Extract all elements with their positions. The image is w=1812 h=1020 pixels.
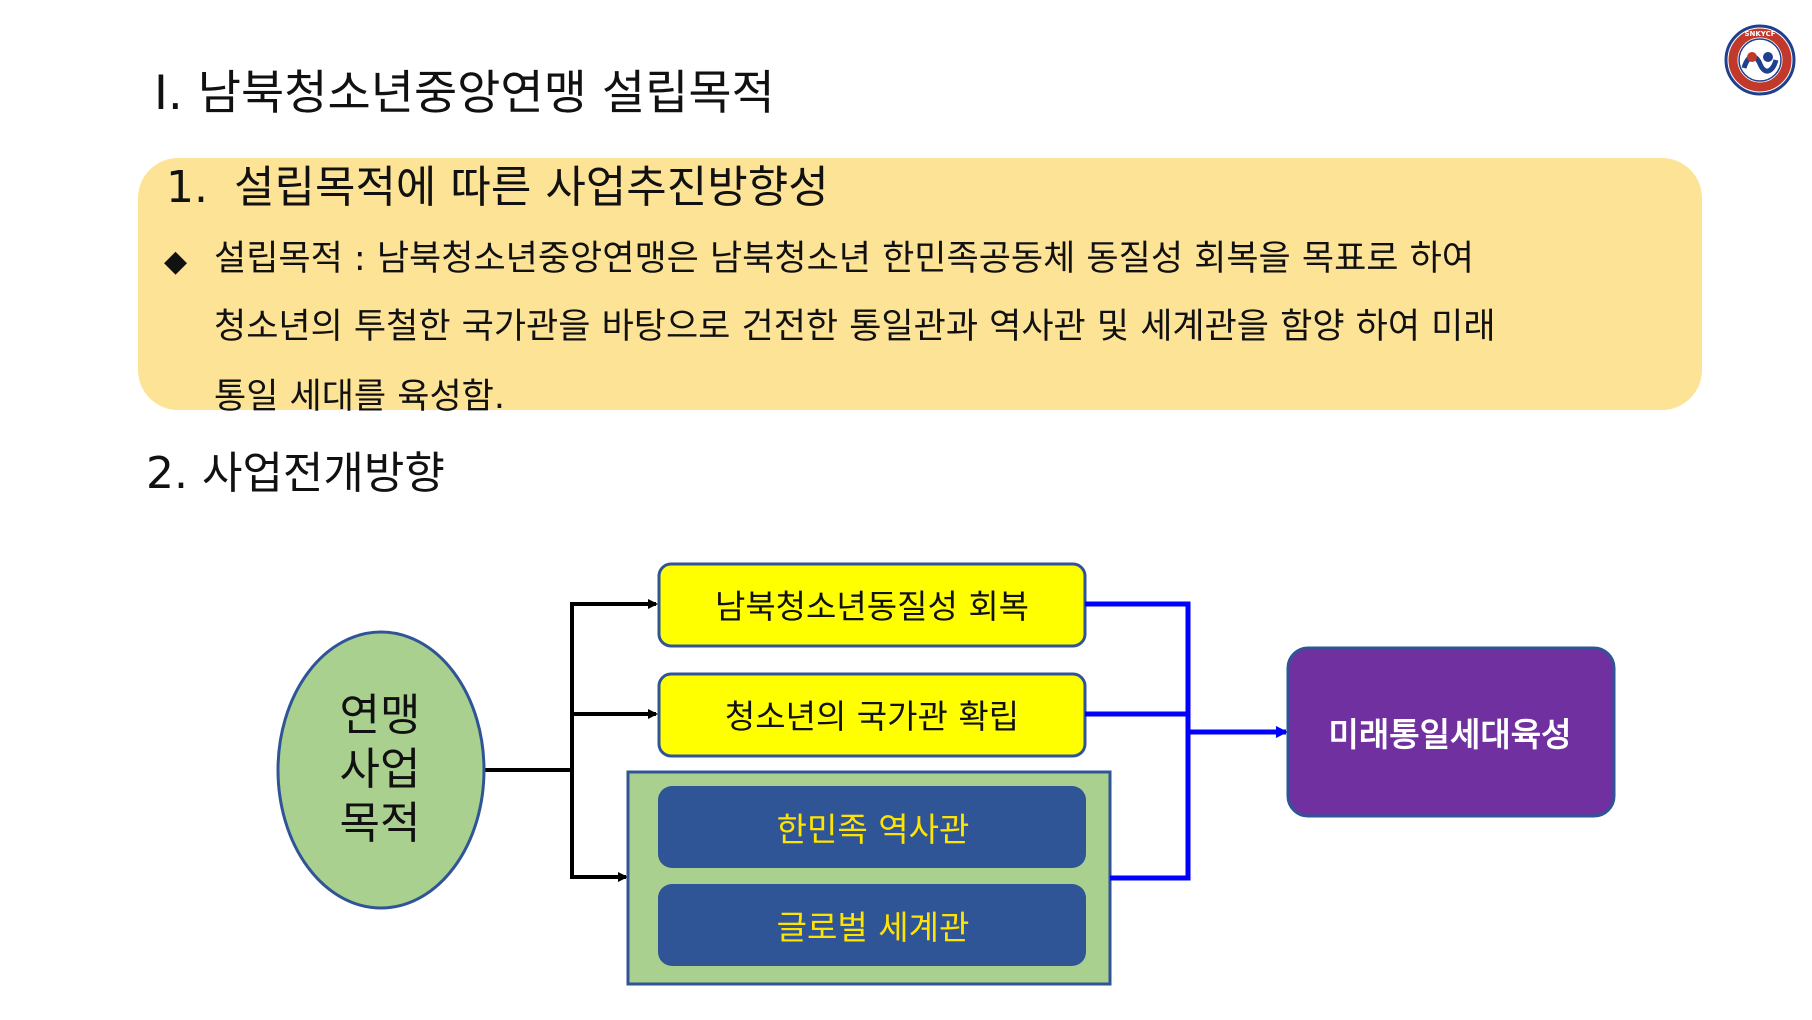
page-title: I. 남북청소년중앙연맹 설립목적 <box>154 66 775 121</box>
section2-heading: 2. 사업전개방향 <box>146 448 445 499</box>
goal-box-3a <box>658 786 1086 868</box>
goal-3a-label: 한민족 역사관 <box>776 810 970 849</box>
center-ellipse-label: 연맹 사업 목적 <box>276 630 484 910</box>
organization-emblem-icon: SNKYCF <box>1724 24 1796 96</box>
blue-connector-bracket <box>1085 601 1191 881</box>
goal-2-label: 청소년의 국가관 확립 <box>724 697 1020 736</box>
diamond-bullet-icon: ◆ <box>164 244 188 279</box>
purpose-line-2: 청소년의 투철한 국가관을 바탕으로 건전한 통일관과 역사관 및 세계관을 함… <box>214 307 1496 347</box>
center-label-line-3: 목적 <box>339 798 421 849</box>
goal-box-3b <box>658 884 1086 966</box>
center-ellipse <box>276 630 486 910</box>
logo-text: SNKYCF <box>1744 30 1775 38</box>
purpose-line-3: 통일 세대를 육성함. <box>214 377 505 417</box>
goal-3b-label: 글로벌 세계관 <box>776 908 970 947</box>
section1-number: 1. <box>166 162 208 213</box>
purpose-line-1: 설립목적 : 남북청소년중앙연맹은 남북청소년 한민족공동체 동질성 회복을 목… <box>214 239 1474 279</box>
center-label-line-2: 사업 <box>339 744 421 795</box>
result-label: 미래통일세대육성 <box>1328 715 1572 754</box>
purpose-highlight-panel <box>138 158 1702 410</box>
section1-heading: 1. 설립목적에 따른 사업추진방향성 <box>166 160 829 216</box>
center-label-line-1: 연맹 <box>339 690 421 741</box>
result-box <box>1286 646 1616 818</box>
goal-1-label: 남북청소년동질성 회복 <box>714 587 1030 626</box>
section1-heading-text: 설립목적에 따른 사업추진방향성 <box>234 162 829 213</box>
